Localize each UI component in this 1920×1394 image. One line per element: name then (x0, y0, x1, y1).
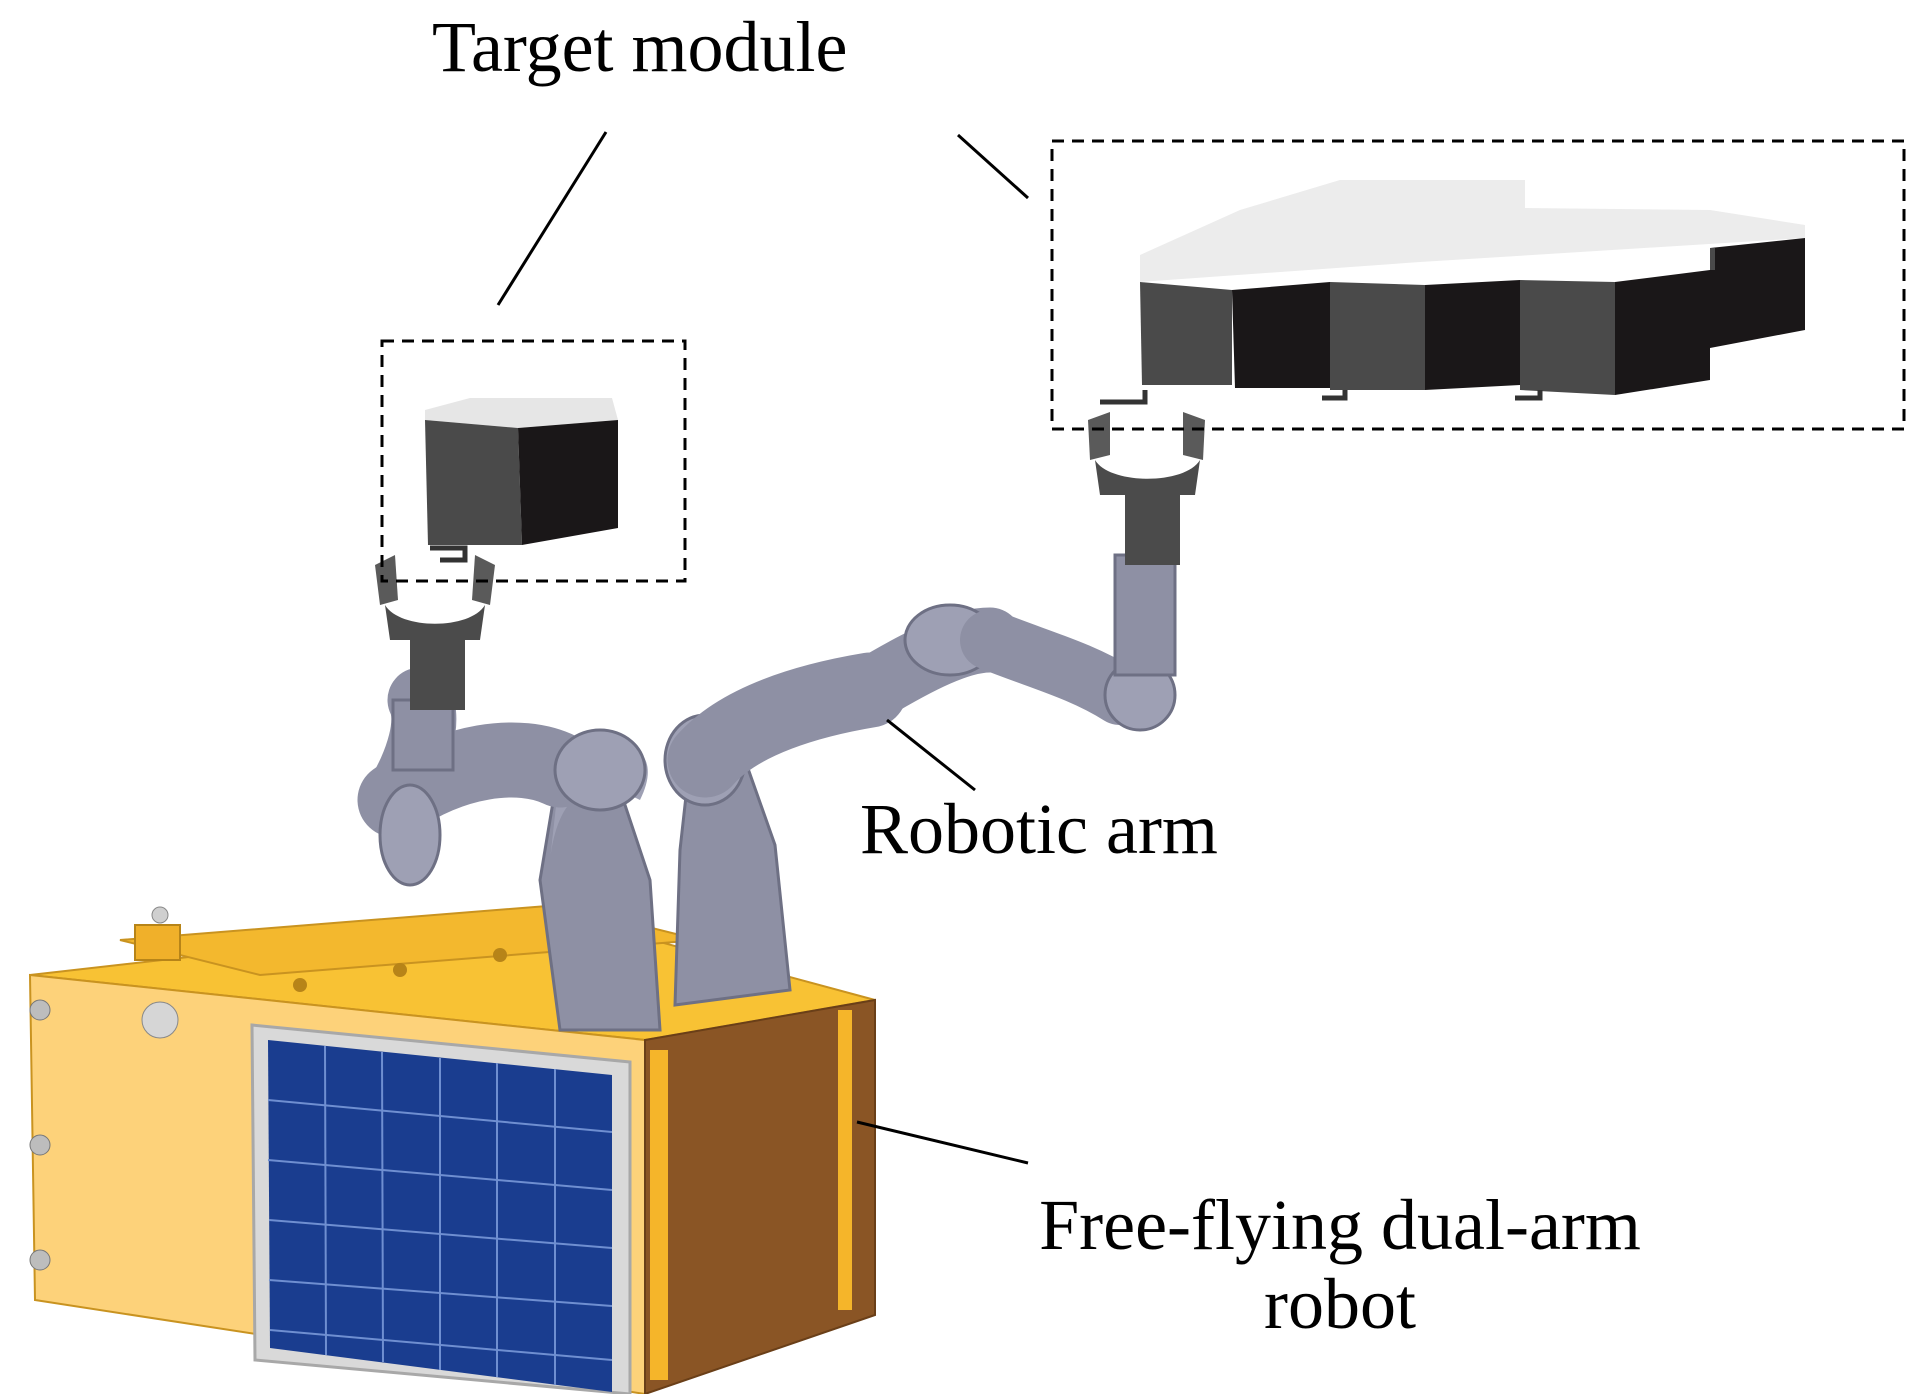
leader-line-robot (856, 1120, 1029, 1165)
module-top (425, 398, 618, 428)
solar-panel (250, 1023, 632, 1394)
latch-icon (141, 1001, 179, 1039)
target-module-label: Target module (432, 7, 848, 87)
leader-lines (496, 131, 1030, 1165)
right-arm-wrist (1113, 553, 1177, 677)
leader-line-target-right (956, 133, 1030, 200)
assembly-side (1232, 282, 1330, 388)
right-robotic-arm (663, 553, 1177, 1007)
robotic-arm-label: Robotic arm (860, 789, 1218, 869)
connector-icon (29, 1249, 51, 1271)
solar-grid (267, 1045, 613, 1385)
robot-label-line1: Free-flying dual-arm (1039, 1185, 1641, 1265)
right-arm-forearm (960, 610, 1150, 725)
gripper-body (410, 630, 465, 710)
assembly-side (1710, 238, 1805, 348)
module-side (518, 420, 618, 545)
module-front (425, 420, 522, 545)
bolt-icon (493, 948, 507, 962)
assembly-side (1425, 280, 1520, 390)
side-rail (650, 1050, 668, 1380)
single-module-cube-icon (425, 398, 618, 563)
module-connector (1515, 390, 1543, 401)
bolt-icon (293, 978, 307, 992)
gripper-palm (385, 605, 485, 640)
module-assembly-icon (1100, 180, 1805, 405)
left-arm-joint (378, 783, 442, 887)
left-arm-wrist (391, 698, 455, 772)
assembly-front (1330, 282, 1425, 390)
left-arm-base (538, 788, 662, 1032)
right-target-box (1050, 139, 1906, 431)
assembly-side (1615, 270, 1710, 395)
connector-icon (29, 1134, 51, 1156)
connector-icon (29, 999, 51, 1021)
left-target-box (380, 339, 687, 583)
module-connector (1322, 390, 1348, 401)
assembly-front (1710, 248, 1715, 270)
robot-label-line2: robot (1264, 1264, 1416, 1345)
gripper-finger (1088, 412, 1110, 460)
leader-line-robotic-arm (886, 718, 976, 792)
gripper-finger (1183, 412, 1205, 460)
module-connector (1100, 390, 1148, 405)
side-rail (838, 1010, 852, 1310)
gripper-palm (1095, 460, 1200, 495)
bolt-icon (151, 906, 169, 924)
assembly-front (1140, 282, 1232, 385)
left-robotic-arm (357, 667, 662, 1032)
robot-label: Free-flying dual-arm robot (960, 1185, 1720, 1345)
gripper-body (1125, 485, 1180, 565)
top-fitting (134, 924, 181, 961)
bolt-icon (393, 963, 407, 977)
left-arm-joint (553, 728, 647, 812)
leader-line-target-left (496, 131, 608, 306)
assembly-front (1520, 280, 1615, 395)
assembly-top (1140, 180, 1805, 282)
module-connector (430, 545, 468, 563)
robot-side-face (644, 998, 876, 1394)
right-gripper-icon (1088, 412, 1205, 565)
